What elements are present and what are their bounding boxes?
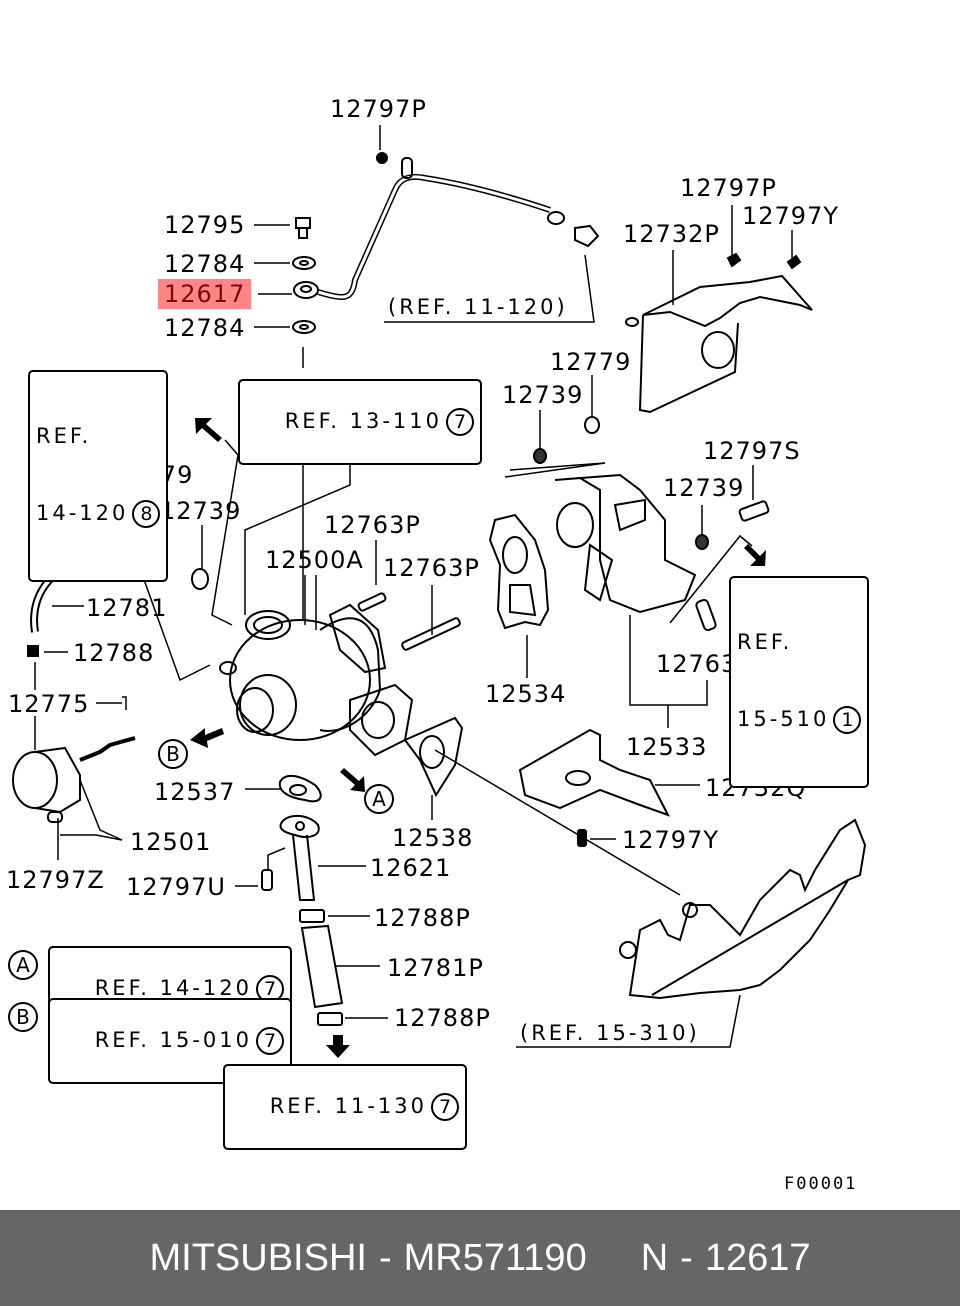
label-12739-left[interactable]: 12739 [160,497,242,525]
label-12617-highlighted[interactable]: 12617 [158,279,252,309]
exhaust-manifold [619,818,867,1000]
gasket-12534 [488,513,550,630]
part-number: MR571190 [403,1236,587,1279]
bolt-12797S [738,500,770,522]
ref-11-120[interactable]: (REF. 11-120) [388,295,568,319]
ref-11-130-circle: 7 [431,1093,460,1122]
label-12763P-a[interactable]: 12763P [324,511,421,539]
ref-13-110-text: REF. 13-110 [284,409,443,434]
gasket-12537 [278,774,322,803]
clamp-12788-mid [27,645,39,657]
hose-12781P [300,924,344,1009]
label-12739-far[interactable]: 12739 [663,474,745,502]
label-12621[interactable]: 12621 [370,854,452,882]
ref-15-510-circle: 1 [833,705,862,734]
label-12797Y-bottom[interactable]: 12797Y [622,826,720,854]
label-12533[interactable]: 12533 [626,733,708,761]
ref-prefix: N [640,1236,669,1279]
label-12788P-b[interactable]: 12788P [394,1004,491,1032]
separator: - [680,1236,693,1279]
clamp-12788P-b [317,1012,343,1026]
bolt-12797U [261,869,273,891]
turbine-housing-12533 [554,473,697,614]
ref-number: 12617 [704,1236,811,1279]
label-12775[interactable]: 12775 [8,690,90,718]
part-info-footer: MITSUBISHI - MR571190 N - 12617 [0,1210,960,1306]
separator: - [378,1236,392,1279]
label-12538[interactable]: 12538 [392,824,474,852]
label-12797Z[interactable]: 12797Z [6,866,105,894]
label-12763P-b[interactable]: 12763P [383,554,480,582]
heat-protector-12732P [625,252,813,414]
stud-12763Q [695,598,717,632]
oil-feed-pipe [293,157,600,300]
label-12795[interactable]: 12795 [164,211,246,239]
clip-12775 [122,696,127,710]
ref-11-130-text: REF. 11-130 [269,1094,428,1119]
label-12732P[interactable]: 12732P [623,220,720,248]
legend-marker-B: B [8,1002,38,1032]
nut-12739-far [695,534,709,550]
ref-15-510-line1: REF. [737,630,793,655]
ref-14-120-8-line2: 14-120 [36,500,129,525]
ref-15-010-circle: 7 [256,1027,285,1056]
bolt-12795 [295,217,311,239]
label-12797U[interactable]: 12797U [126,873,226,901]
label-12788-mid[interactable]: 12788 [73,639,155,667]
label-12500A[interactable]: 12500A [265,546,364,574]
heat-protector-12732Q [518,728,671,817]
label-12781P[interactable]: 12781P [387,954,484,982]
label-12784-b[interactable]: 12784 [164,314,246,342]
nut-12739-right [533,448,547,464]
ref-13-110-circle: 7 [446,408,475,437]
bolt-12797Y-bottom [577,829,587,847]
gasket-12538 [403,716,464,798]
oil-return-pipe-12621 [279,814,320,901]
clamp-12788P-a [299,909,325,923]
figure-code: F00001 [784,1174,858,1194]
ref-14-120-8-line1: REF. [36,424,92,449]
ref-15-310[interactable]: (REF. 15-310) [520,1021,700,1045]
label-12501[interactable]: 12501 [130,828,212,856]
ref-14-120-8-circle: 8 [132,499,161,528]
wastegate-actuator-12501 [12,736,136,814]
washer-12784-b [292,320,316,334]
washer-12739-left [191,568,209,590]
label-12534[interactable]: 12534 [485,680,567,708]
nut-12779-right [584,416,600,434]
ref-14-120-7-text: REF. 14-120 [94,976,253,1001]
marker-B[interactable]: B [158,739,188,769]
label-12797Y-top[interactable]: 12797Y [742,202,840,230]
label-12537[interactable]: 12537 [154,778,236,806]
brand-name: MITSUBISHI [149,1236,367,1279]
washer-12784-a [292,256,316,270]
ref-15-010-text: REF. 15-010 [94,1028,253,1053]
label-12739-right[interactable]: 12739 [502,381,584,409]
label-12781[interactable]: 12781 [86,594,168,622]
label-12788P-a[interactable]: 12788P [374,904,471,932]
marker-A[interactable]: A [364,784,394,814]
legend-marker-A: A [8,950,38,980]
ref-15-510-line2: 15-510 [737,706,830,731]
stud-12763P-b [401,617,461,651]
label-12797P-right[interactable]: 12797P [680,174,777,202]
bolt-12797P-top [376,152,388,164]
parts-diagram: 12797P 12795 12784 12617 12784 12797P 12… [6,95,870,1194]
bolt-12797Z [47,811,63,823]
label-12797P-top[interactable]: 12797P [330,95,427,123]
label-12779-right[interactable]: 12779 [550,348,632,376]
label-12784-a[interactable]: 12784 [164,250,246,278]
label-12797S[interactable]: 12797S [703,437,801,465]
stud-12763P-a [357,592,387,612]
